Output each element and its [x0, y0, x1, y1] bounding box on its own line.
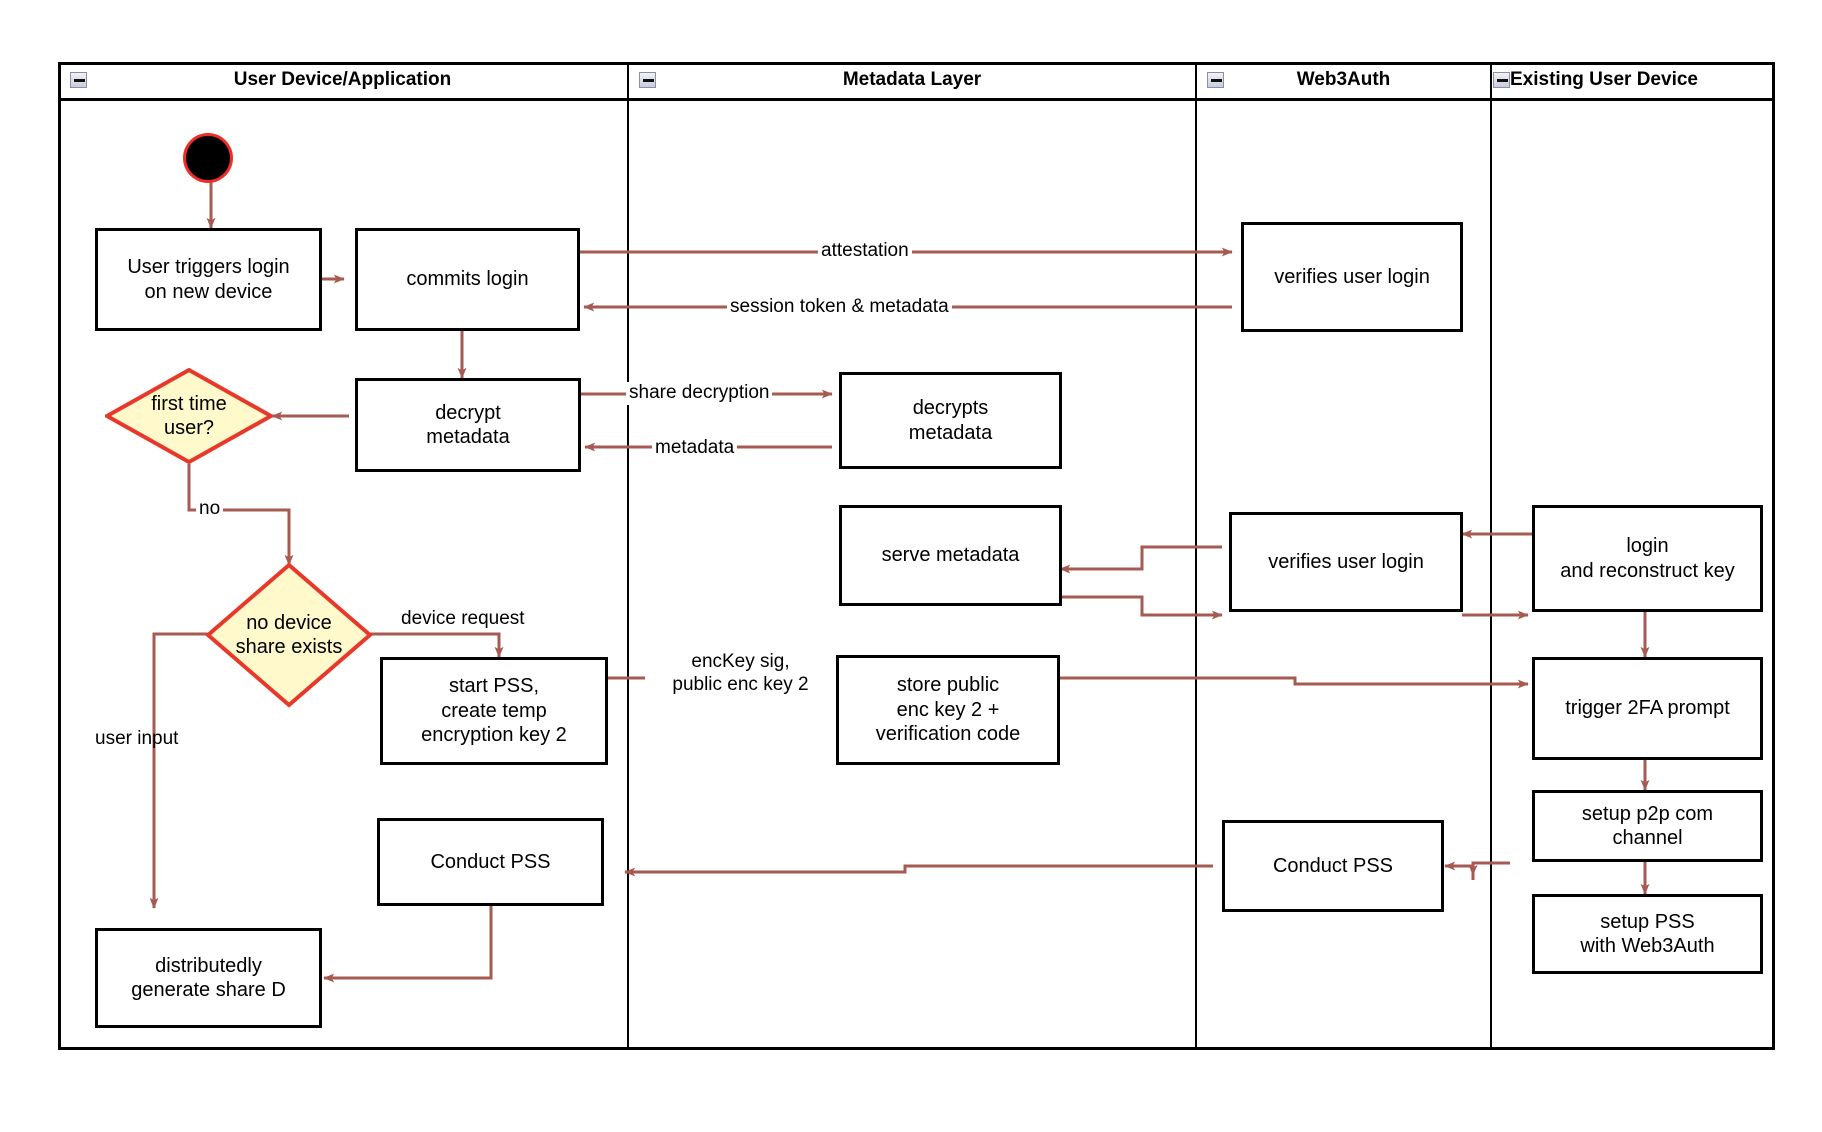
node-share-d-line-1: distributedly — [155, 954, 262, 977]
edge-store-key-to-trigger-2fa — [1050, 676, 1529, 689]
edge-conduct-pss-web3auth-to-conduct-pss-user — [624, 864, 1213, 877]
decision-first-time-user[interactable]: first time user? — [105, 368, 273, 464]
edge-no-device-share-to-start-pss — [369, 632, 504, 658]
node-verifies-user-login-2[interactable]: verifies user login — [1229, 512, 1463, 612]
collapse-minus-icon-lane-4[interactable] — [1493, 72, 1510, 88]
node-commits-login-label: commits login — [406, 268, 529, 291]
node-trigger-2fa-label: trigger 2FA prompt — [1565, 697, 1730, 720]
node-decrypt-metadata-line-2: metadata — [426, 426, 510, 448]
start-node — [186, 136, 230, 180]
edge-no-device-share-to-generate-share-d — [149, 632, 209, 909]
decision-no-device-share-line-2: share exists — [235, 636, 343, 658]
collapse-minus-icon-lane-3[interactable] — [1207, 72, 1224, 88]
lane-divider-2 — [1195, 62, 1197, 1050]
node-decrypt-metadata[interactable]: decrypt metadata — [355, 378, 581, 472]
node-store-public-enc-key-2[interactable]: store public enc key 2 + verification co… — [836, 655, 1060, 765]
node-decrypts-metadata[interactable]: decrypts metadata — [839, 372, 1062, 469]
node-setup-pss-line-2: with Web3Auth — [1580, 935, 1715, 957]
edge-label-session-token-metadata: session token & metadata — [727, 296, 952, 319]
decision-diamond-shape — [105, 368, 273, 464]
edge-label-metadata: metadata — [652, 437, 738, 460]
decision-first-time-user-line-2: user? — [163, 417, 215, 439]
node-share-d-line-2: generate share D — [131, 979, 286, 1001]
node-store-key-line-1: store public — [896, 674, 1000, 697]
decision-no-device-share-line-1: no device — [246, 611, 332, 634]
edge-label-share-decryption: share decryption — [626, 382, 773, 405]
node-store-key-line-3: verification code — [875, 723, 1021, 746]
edge-conduct-pss-user-to-generate-share-d — [323, 906, 493, 983]
node-login-and-reconstruct-key[interactable]: login and reconstruct key — [1532, 505, 1763, 612]
node-serve-metadata[interactable]: serve metadata — [839, 505, 1062, 606]
node-conduct-pss-user-device[interactable]: Conduct PSS — [377, 818, 604, 906]
node-decrypt-metadata-line-1: decrypt — [435, 401, 501, 424]
node-user-triggers-login[interactable]: User triggers login on new device — [95, 228, 322, 331]
collapse-minus-icon-lane-1[interactable] — [70, 72, 87, 88]
edge-label-enckey-sig: encKey sig, public enc key 2 — [645, 651, 836, 697]
edge-label-enckey-sig-line-2: public enc key 2 — [672, 673, 809, 695]
decision-diamond-shape — [205, 562, 373, 708]
node-login-reconstruct-line-2: and reconstruct key — [1560, 559, 1735, 582]
node-store-key-line-2: enc key 2 + — [896, 698, 1000, 721]
swimlane-header-separator — [58, 98, 1775, 101]
lane-divider-1 — [627, 62, 629, 1050]
edge-serve-metadata-to-verifies-user-login-2 — [1057, 595, 1223, 620]
collapse-minus-icon-lane-2[interactable] — [639, 72, 656, 88]
node-trigger-2fa-prompt[interactable]: trigger 2FA prompt — [1532, 657, 1763, 760]
node-user-triggers-login-line-1: User triggers login — [127, 256, 290, 279]
edge-into-conduct-pss-web3auth — [1445, 866, 1475, 880]
node-setup-pss-line-1: setup PSS — [1600, 910, 1695, 933]
node-start-pss-line-1: start PSS, — [448, 675, 539, 698]
lane-title-user-device-application: User Device/Application — [233, 69, 452, 90]
lane-title-web3auth: Web3Auth — [1296, 69, 1391, 90]
edge-first-time-user-no-to-no-device-share — [187, 464, 294, 566]
node-commits-login[interactable]: commits login — [355, 228, 580, 331]
node-serve-metadata-label: serve metadata — [881, 544, 1020, 567]
node-conduct-pss-web3auth[interactable]: Conduct PSS — [1222, 820, 1444, 912]
edge-verifies-user-login-2-to-serve-metadata — [1059, 545, 1222, 574]
edge-label-user-input: user input — [95, 728, 179, 749]
decision-first-time-user-line-1: first time — [151, 392, 227, 415]
node-verifies-user-login-1[interactable]: verifies user login — [1241, 222, 1463, 332]
lane-title-existing-user-device: Existing User Device — [1510, 69, 1698, 90]
node-decrypts-metadata-line-1: decrypts — [912, 397, 989, 420]
node-verifies-user-login-1-label: verifies user login — [1274, 265, 1430, 288]
node-start-pss[interactable]: start PSS, create temp encryption key 2 — [380, 657, 608, 765]
node-start-pss-line-3: encryption key 2 — [421, 724, 567, 747]
decision-no-device-share-exists[interactable]: no device share exists — [205, 562, 373, 708]
node-start-pss-line-2: create temp — [441, 699, 547, 722]
lane-divider-3 — [1490, 62, 1492, 1050]
node-setup-p2p-line-1: setup p2p com — [1581, 802, 1714, 825]
edge-label-enckey-sig-line-1: encKey sig, — [691, 651, 790, 672]
node-setup-p2p-com-channel[interactable]: setup p2p com channel — [1532, 790, 1763, 862]
lane-title-metadata-layer: Metadata Layer — [842, 69, 982, 90]
edge-label-attestation: attestation — [818, 240, 912, 263]
node-user-triggers-login-line-2: on new device — [144, 280, 273, 303]
node-setup-pss-with-web3auth[interactable]: setup PSS with Web3Auth — [1532, 894, 1763, 974]
node-decrypts-metadata-line-2: metadata — [908, 421, 993, 444]
node-conduct-pss-web3auth-label: Conduct PSS — [1272, 854, 1394, 877]
node-conduct-pss-user-label: Conduct PSS — [430, 850, 551, 873]
edge-label-no: no — [196, 498, 224, 521]
node-distributedly-generate-share-d[interactable]: distributedly generate share D — [95, 928, 322, 1028]
node-setup-p2p-line-2: channel — [1612, 827, 1683, 849]
node-login-reconstruct-line-1: login — [1626, 535, 1669, 558]
edge-setup-pss-to-conduct-pss-web3auth — [1468, 861, 1510, 876]
edge-label-device-request: device request — [398, 608, 528, 631]
node-verifies-user-login-2-label: verifies user login — [1268, 550, 1424, 573]
